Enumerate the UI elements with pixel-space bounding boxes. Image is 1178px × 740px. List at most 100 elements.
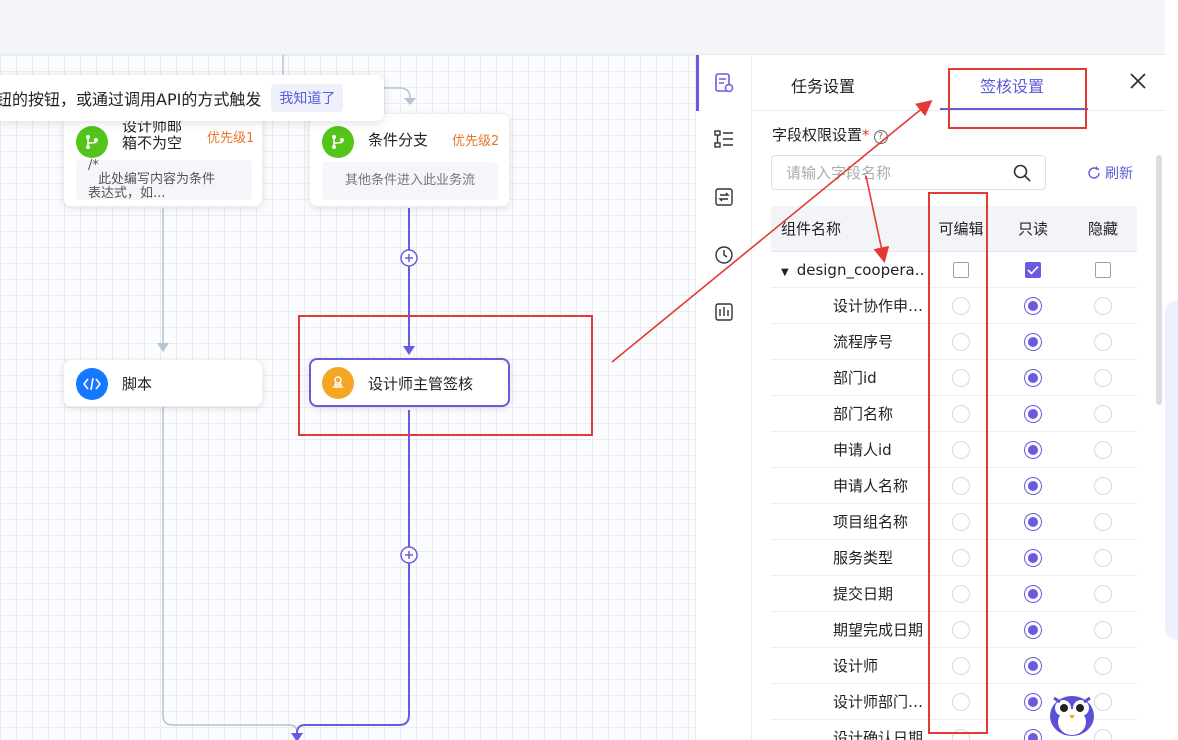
hidden-cell <box>1069 620 1137 639</box>
field-name: 流程序号 <box>833 333 894 351</box>
cond-text-line1: 此处编写内容为条件 <box>98 172 216 187</box>
editable-radio[interactable] <box>952 512 970 531</box>
refresh-icon <box>1088 166 1100 179</box>
table-row: 申请人名称 <box>771 468 1137 504</box>
hidden-radio[interactable] <box>1094 296 1112 315</box>
hidden-radio[interactable] <box>1094 512 1112 531</box>
tab-divider <box>752 110 1165 111</box>
tooltip-confirm-button[interactable]: 我知道了 <box>271 84 344 112</box>
readonly-radio[interactable] <box>1024 296 1042 315</box>
group-readonly-checkbox[interactable] <box>1025 261 1041 278</box>
caret-down-icon[interactable]: ▼ <box>781 266 789 278</box>
field-name: 设计确认日期 <box>833 729 924 740</box>
table-row: 项目组名称 <box>771 504 1137 540</box>
hidden-radio[interactable] <box>1094 332 1112 351</box>
branch-title: 条件分支 <box>368 131 429 149</box>
flow-connectors <box>157 55 418 740</box>
field-search-input[interactable] <box>772 156 997 189</box>
hidden-radio[interactable] <box>1094 620 1112 639</box>
editable-cell <box>925 332 997 351</box>
readonly-cell <box>997 440 1069 459</box>
editable-radio[interactable] <box>952 332 970 351</box>
hidden-radio[interactable] <box>1094 584 1112 603</box>
editable-radio[interactable] <box>952 296 970 315</box>
cond-comment-mark: /* <box>88 158 99 173</box>
approval-node[interactable]: 设计师主管签核 <box>309 358 510 407</box>
editable-cell <box>925 404 997 423</box>
hidden-radio[interactable] <box>1094 692 1112 711</box>
editable-radio[interactable] <box>952 440 970 459</box>
script-title: 脚本 <box>122 375 153 393</box>
hidden-radio[interactable] <box>1094 440 1112 459</box>
loop-icon[interactable] <box>710 183 738 211</box>
table-row: 申请人id <box>771 432 1137 468</box>
editable-radio[interactable] <box>952 368 970 387</box>
readonly-radio[interactable] <box>1024 584 1042 603</box>
flow-canvas[interactable]: 设计师邮 箱不为空 优先级1 /* 此处编写内容为条件 表达式，如... 条件分… <box>0 55 695 740</box>
search-icon[interactable] <box>1012 163 1032 187</box>
readonly-radio[interactable] <box>1024 332 1042 351</box>
table-row: 部门id <box>771 360 1137 396</box>
readonly-radio[interactable] <box>1024 404 1042 423</box>
field-name: 期望完成日期 <box>833 621 924 639</box>
editable-radio[interactable] <box>952 548 970 567</box>
statistics-icon[interactable] <box>710 298 738 326</box>
readonly-cell <box>997 332 1069 351</box>
readonly-radio[interactable] <box>1024 728 1042 740</box>
group-name-cell: ▼design_coopera… <box>771 261 925 279</box>
editable-radio[interactable] <box>952 476 970 495</box>
editable-radio[interactable] <box>952 404 970 423</box>
hidden-radio[interactable] <box>1094 728 1112 740</box>
panel-scrollbar[interactable] <box>1156 155 1162 405</box>
condition-branch-node-2[interactable]: 条件分支 优先级2 其他条件进入此业务流 <box>309 113 510 207</box>
editable-cell <box>925 692 997 711</box>
table-row: 设计师部门… <box>771 684 1137 720</box>
hidden-cell <box>1069 692 1137 711</box>
right-edge-strip <box>1165 0 1178 740</box>
tab-approval-settings[interactable]: 签核设置 <box>980 77 1045 96</box>
form-settings-icon[interactable] <box>710 69 738 97</box>
hidden-cell <box>1069 332 1137 351</box>
readonly-radio[interactable] <box>1024 512 1042 531</box>
editable-cell <box>925 440 997 459</box>
hidden-cell <box>1069 440 1137 459</box>
script-node[interactable]: 脚本 <box>63 359 263 407</box>
hidden-radio[interactable] <box>1094 476 1112 495</box>
assistant-mascot-icon[interactable] <box>1046 682 1098 738</box>
group-hidden-checkbox[interactable] <box>1095 261 1111 278</box>
field-name: 申请人名称 <box>833 477 909 495</box>
col-header-hidden: 隐藏 <box>1087 220 1118 238</box>
hidden-radio[interactable] <box>1094 548 1112 567</box>
editable-cell <box>925 512 997 531</box>
hidden-radio[interactable] <box>1094 656 1112 675</box>
field-search-box <box>771 155 1046 190</box>
editable-cell <box>925 584 997 603</box>
node-list-icon[interactable] <box>710 125 738 153</box>
group-editable-checkbox[interactable] <box>953 261 969 278</box>
readonly-radio[interactable] <box>1024 656 1042 675</box>
editable-radio[interactable] <box>952 584 970 603</box>
readonly-radio[interactable] <box>1024 620 1042 639</box>
readonly-radio[interactable] <box>1024 692 1042 711</box>
refresh-button[interactable]: 刷新 <box>1087 163 1133 183</box>
tab-task-settings[interactable]: 任务设置 <box>791 77 856 96</box>
table-row: 部门名称 <box>771 396 1137 432</box>
editable-radio[interactable] <box>952 692 970 711</box>
hidden-radio[interactable] <box>1094 368 1112 387</box>
close-icon[interactable] <box>1126 69 1150 93</box>
editable-radio[interactable] <box>952 728 970 740</box>
table-row: 设计确认日期 <box>771 720 1137 740</box>
readonly-radio[interactable] <box>1024 368 1042 387</box>
editable-radio[interactable] <box>952 620 970 639</box>
readonly-radio[interactable] <box>1024 548 1042 567</box>
readonly-radio[interactable] <box>1024 476 1042 495</box>
timer-icon[interactable] <box>710 241 738 269</box>
hidden-cell <box>1069 548 1137 567</box>
editable-radio[interactable] <box>952 656 970 675</box>
condition-branch-node-1[interactable]: 设计师邮 箱不为空 优先级1 /* 此处编写内容为条件 表达式，如... <box>63 113 263 207</box>
hidden-radio[interactable] <box>1094 404 1112 423</box>
help-icon[interactable]: ? <box>873 130 888 144</box>
hidden-cell <box>1069 728 1137 740</box>
readonly-radio[interactable] <box>1024 440 1042 459</box>
readonly-cell <box>997 404 1069 423</box>
